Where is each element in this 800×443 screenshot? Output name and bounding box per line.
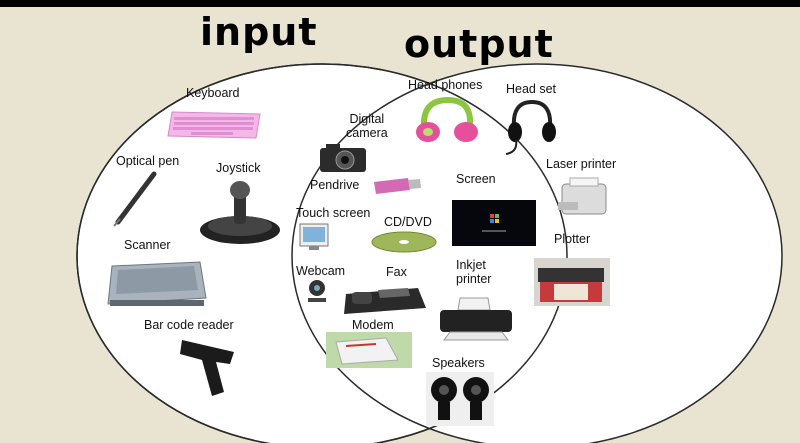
- cd-dvd-icon: [371, 231, 437, 253]
- label-cd-dvd: CD/DVD: [384, 215, 432, 229]
- plotter-icon: [534, 258, 610, 306]
- label-scanner: Scanner: [124, 238, 171, 252]
- label-screen: Screen: [456, 172, 496, 186]
- label-digital-camera: Digital camera: [346, 112, 388, 140]
- head-phones-icon: [416, 96, 478, 142]
- label-touch-screen: Touch screen: [296, 206, 371, 220]
- pendrive-icon: [374, 178, 421, 194]
- top-black-bar: [0, 0, 800, 7]
- input-heading: input: [200, 10, 318, 54]
- digital-camera-icon: [320, 144, 366, 172]
- scanner-icon: [107, 261, 207, 306]
- inkjet-printer-icon: [440, 297, 512, 341]
- touch-screen-icon: [299, 223, 329, 250]
- label-plotter: Plotter: [554, 232, 591, 246]
- keyboard-icon: [167, 111, 261, 139]
- label-fax: Fax: [386, 265, 407, 279]
- label-modem: Modem: [352, 318, 394, 332]
- output-circle: [291, 63, 783, 443]
- label-pendrive: Pendrive: [310, 178, 360, 192]
- barcode-reader-icon: [180, 340, 234, 396]
- modem-icon: [326, 332, 412, 368]
- speakers-icon: [426, 372, 494, 426]
- label-keyboard: Keyboard: [186, 86, 240, 100]
- head-set-icon: [505, 99, 556, 155]
- label-head-phones: Head phones: [408, 78, 483, 92]
- label-inkjet-printer: Inkjet printer: [456, 258, 492, 286]
- fax-icon: [344, 288, 426, 314]
- output-heading: output: [404, 22, 554, 66]
- label-barcode-reader: Bar code reader: [144, 318, 234, 332]
- optical-pen-icon: [113, 171, 157, 227]
- label-speakers: Speakers: [432, 356, 485, 370]
- webcam-icon: [308, 280, 326, 302]
- screen-icon: [452, 200, 536, 246]
- laser-printer-icon: [558, 177, 607, 215]
- label-head-set: Head set: [506, 82, 557, 96]
- label-optical-pen: Optical pen: [116, 154, 180, 168]
- label-webcam: Webcam: [296, 264, 346, 278]
- label-laser-printer: Laser printer: [546, 157, 617, 171]
- label-joystick: Joystick: [216, 161, 261, 175]
- input-circle-outline: [76, 63, 568, 443]
- joystick-icon: [200, 181, 280, 244]
